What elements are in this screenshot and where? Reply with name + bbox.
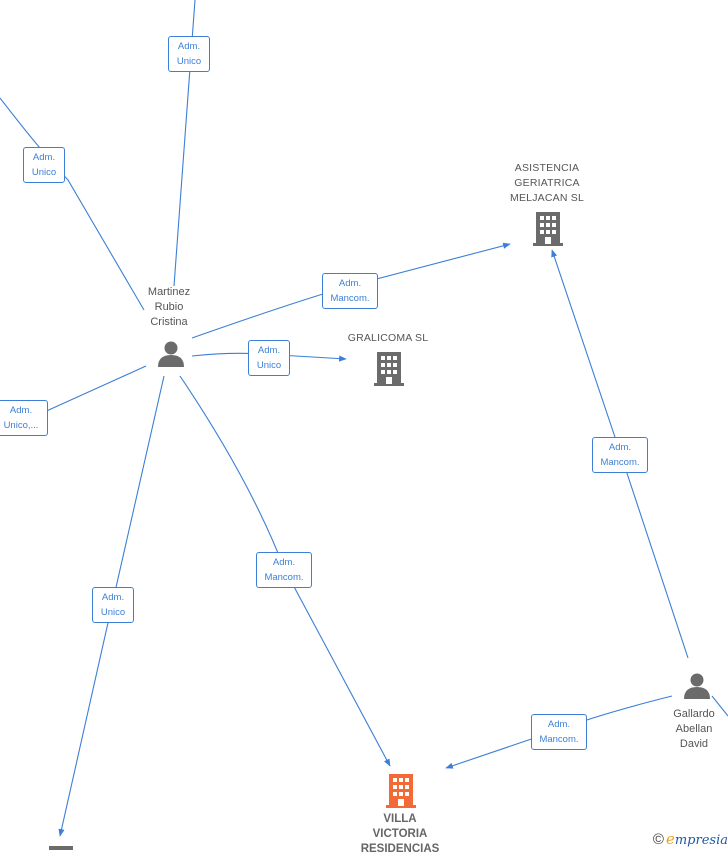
edge-line-e2: [0, 97, 145, 311]
edge-label-e2[interactable]: Adm. Unico: [23, 147, 65, 183]
copyright-symbol: ©: [652, 831, 664, 848]
brand-initial: e: [665, 830, 675, 848]
edge-label-e5[interactable]: Adm. Unico,...: [0, 400, 48, 436]
node-label-villa[interactable]: VILLA VICTORIA RESIDENCIAS: [360, 813, 440, 855]
edge-label-e1[interactable]: Adm. Unico: [168, 36, 210, 72]
brand-name: mpresia: [674, 833, 728, 848]
edge-label-e6[interactable]: Adm. Unico: [92, 587, 134, 623]
edge-label-e7[interactable]: Adm. Mancom.: [256, 552, 312, 588]
node-label-gralicoma[interactable]: GRALICOMA SL: [347, 332, 429, 344]
person-icon: [158, 341, 184, 367]
node-label-martinez[interactable]: Martinez Rubio Cristina: [147, 286, 191, 328]
edge-line-e10: [711, 695, 728, 717]
building-icon: [533, 212, 563, 246]
node-label-asistencia[interactable]: ASISTENCIA GERIATRICA MELJACAN SL: [510, 162, 584, 204]
edge-label-e4[interactable]: Adm. Unico: [248, 340, 290, 376]
edge-label-e3[interactable]: Adm. Mancom.: [322, 273, 378, 309]
empresia-watermark[interactable]: ©empresia: [653, 830, 728, 848]
building-icon: [49, 846, 73, 850]
person-icon: [684, 673, 710, 699]
node-label-gallardo[interactable]: Gallardo Abellan David: [673, 708, 715, 750]
building-icon: [374, 352, 404, 386]
building-icon: [386, 774, 416, 808]
edge-label-e8[interactable]: Adm. Mancom.: [592, 437, 648, 473]
edge-label-e9[interactable]: Adm. Mancom.: [531, 714, 587, 750]
